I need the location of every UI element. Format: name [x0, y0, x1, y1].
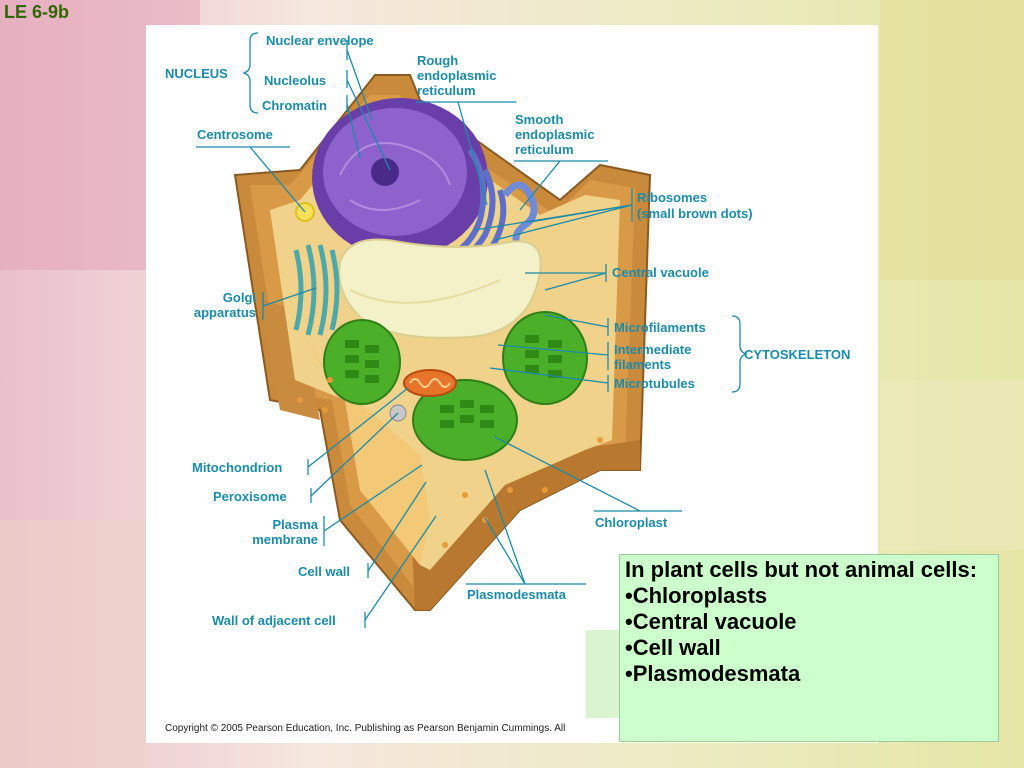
label-nuclear-envelope: Nuclear envelope — [266, 33, 374, 48]
callout-item: •Cell wall — [625, 635, 721, 660]
label-chloroplast: Chloroplast — [595, 515, 668, 530]
label-microtubules: Microtubules — [614, 376, 695, 391]
slide-title: LE 6-9b — [4, 2, 70, 22]
label-cytoskeleton: CYTOSKELETON — [744, 347, 851, 362]
callout-item: •Plasmodesmata — [625, 661, 801, 686]
callout-item: •Chloroplasts — [625, 583, 768, 608]
label-microfilaments: Microfilaments — [614, 320, 706, 335]
nucleus-illustration — [312, 98, 488, 258]
plant-only-callout: In plant cells but not animal cells: •Ch… — [619, 554, 999, 742]
copyright-text: Copyright © 2005 Pearson Education, Inc.… — [165, 723, 566, 734]
label-wall-adjacent-cell: Wall of adjacent cell — [212, 613, 336, 628]
smooth-er-illustration — [502, 181, 538, 252]
label-golgi: Golgi apparatus — [193, 290, 256, 320]
label-ribosomes-note: (small brown dots) — [637, 206, 753, 221]
label-intermediate-filaments: Intermediate filaments — [614, 342, 692, 372]
callout-heading: In plant cells but not animal cells: — [625, 557, 978, 582]
label-nucleolus: Nucleolus — [264, 73, 327, 88]
label-centrosome: Centrosome — [197, 127, 273, 142]
label-cell-wall: Cell wall — [298, 564, 351, 579]
callout-item: •Central vacuole — [625, 609, 797, 634]
golgi-illustration — [293, 244, 340, 336]
label-smooth-er: Smooth endoplasmic reticulum — [515, 112, 595, 157]
label-plasmodesmata: Plasmodesmata — [467, 587, 566, 602]
leader-lines — [196, 32, 749, 628]
label-mitochondrion: Mitochondrion — [192, 460, 283, 475]
chloroplast-illustration — [323, 311, 588, 461]
label-rough-er: Rough endoplasmic reticulum — [417, 53, 497, 98]
label-central-vacuole: Central vacuole — [612, 265, 709, 280]
plasmodesmata-illustration — [297, 377, 603, 548]
label-chromatin: Chromatin — [262, 98, 327, 113]
label-plasma-membrane: Plasma membrane — [252, 517, 318, 547]
label-peroxisome: Peroxisome — [213, 489, 287, 504]
label-nucleus: NUCLEUS — [165, 66, 228, 81]
label-ribosomes: Ribosomes — [637, 190, 708, 205]
